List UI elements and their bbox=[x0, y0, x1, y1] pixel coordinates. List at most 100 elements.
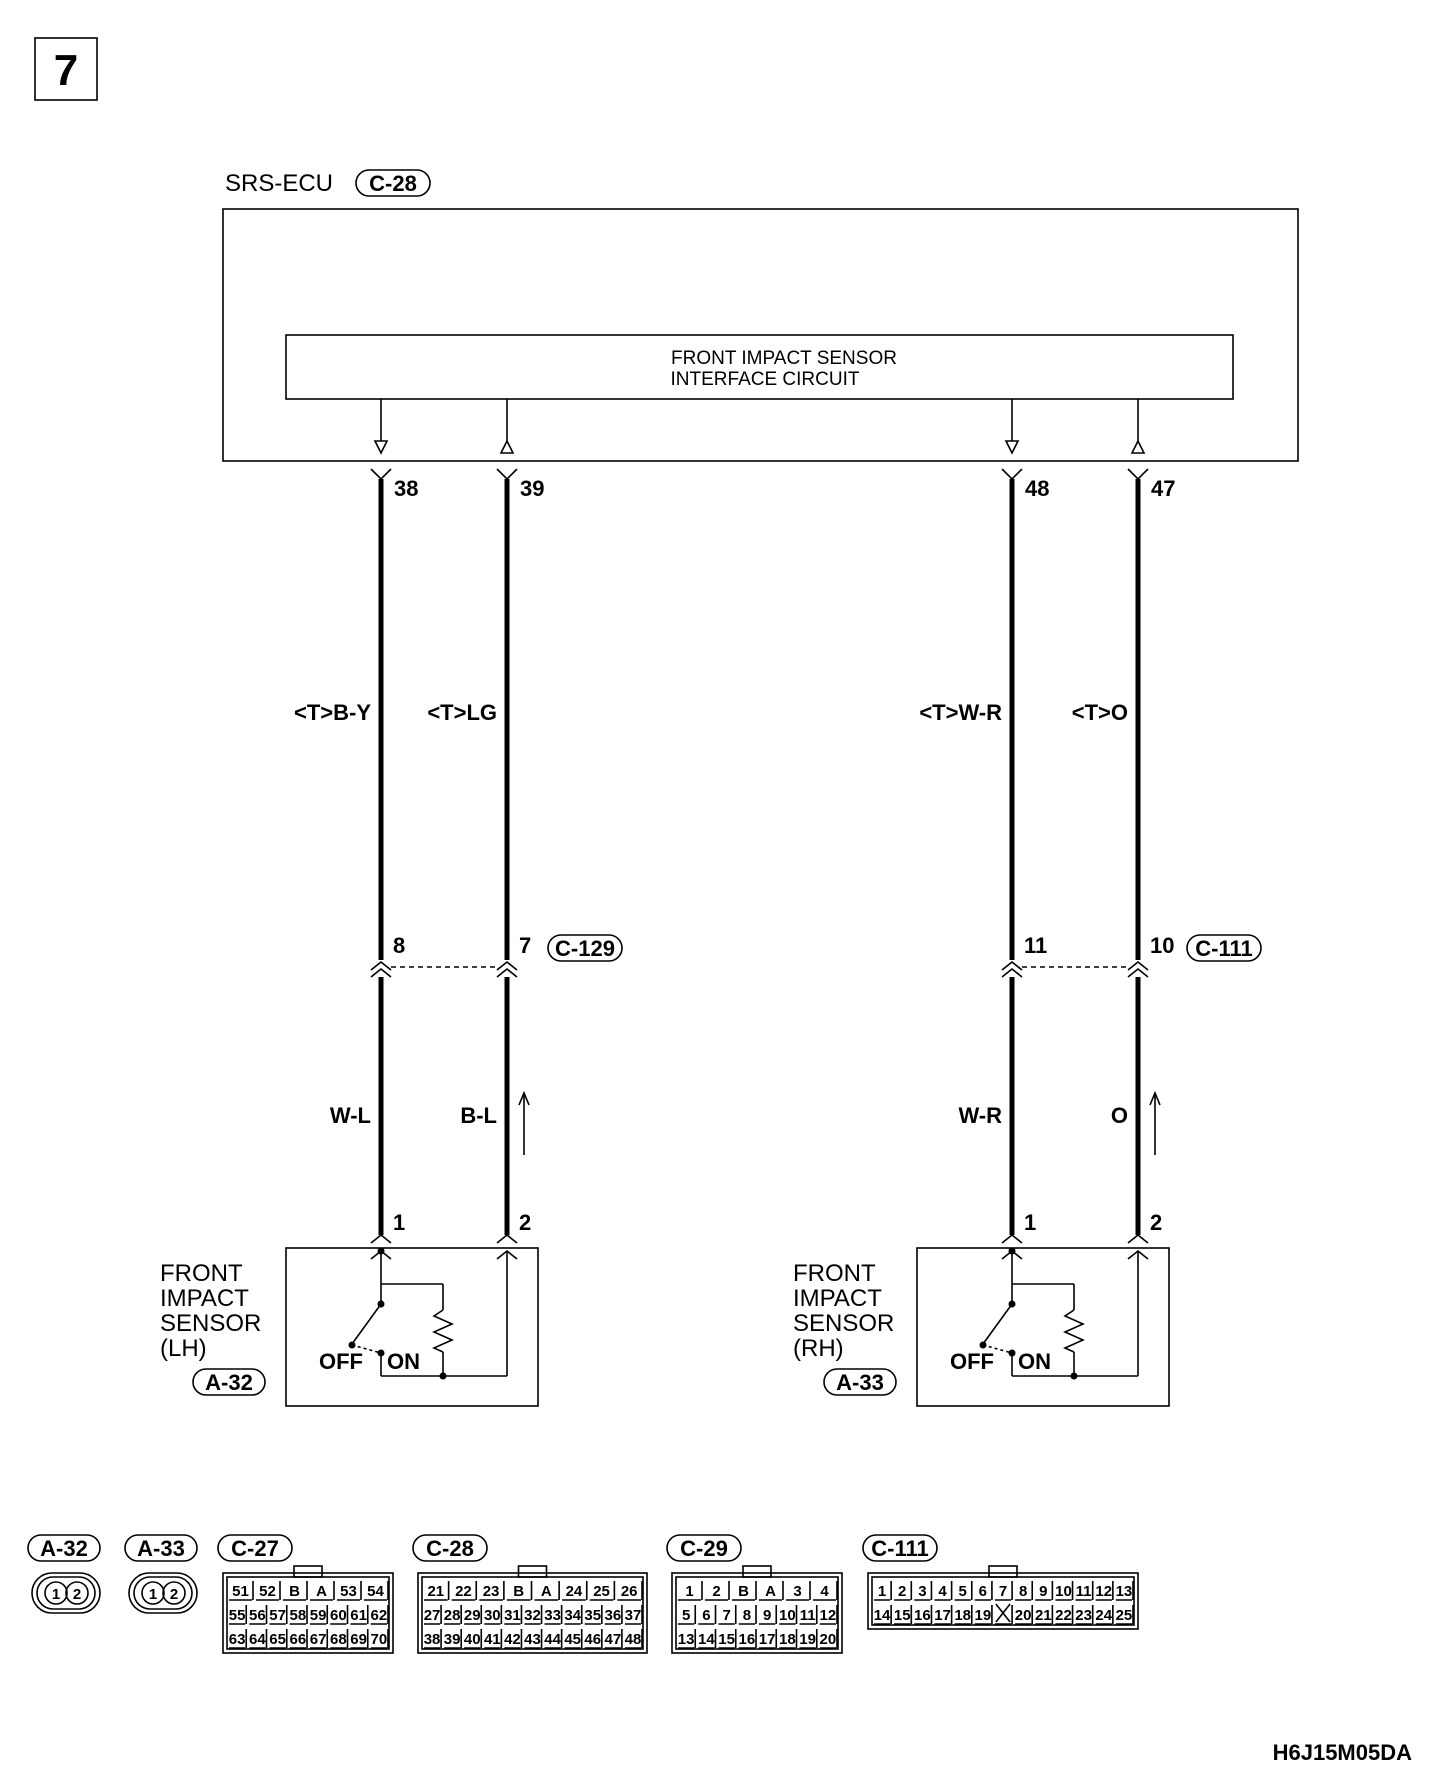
wire-color-4-lower: O bbox=[1111, 1103, 1128, 1128]
c28-pin: 48 bbox=[625, 1631, 642, 1648]
wire-color-1-lower: W-L bbox=[330, 1103, 371, 1128]
internal-leads bbox=[373, 399, 1146, 455]
circuit-line2: INTERFACE CIRCUIT bbox=[671, 369, 860, 390]
c28-pin: 44 bbox=[544, 1631, 561, 1648]
c27-pin: 62 bbox=[371, 1607, 388, 1624]
a33-badge bbox=[124, 1534, 198, 1562]
c27-badge bbox=[217, 1534, 293, 1562]
c27-pin: 70 bbox=[371, 1631, 388, 1648]
c29-pin: 2 bbox=[712, 1583, 720, 1600]
c111-pin: 25 bbox=[1116, 1607, 1133, 1624]
c28-pin: 27 bbox=[424, 1607, 441, 1624]
c27-pin: 67 bbox=[310, 1631, 327, 1648]
c28-pin: 24 bbox=[566, 1583, 583, 1600]
c28-pin: 26 bbox=[621, 1583, 638, 1600]
c111-pin: 13 bbox=[1116, 1583, 1133, 1600]
pin-39: 39 bbox=[520, 476, 544, 501]
left-off-label: OFF bbox=[319, 1349, 363, 1374]
c28-pin: 35 bbox=[584, 1607, 601, 1624]
left-sensor-box bbox=[285, 1247, 539, 1407]
wire-color-2-upper: <T>LG bbox=[427, 700, 497, 725]
c28-pin: A bbox=[541, 1583, 552, 1600]
c28-pin: 30 bbox=[484, 1607, 501, 1624]
c29-pin: A bbox=[765, 1583, 776, 1600]
c27-pin: 58 bbox=[290, 1607, 307, 1624]
c27-pin: 56 bbox=[249, 1607, 266, 1624]
pin-38: 38 bbox=[394, 476, 418, 501]
c28-label: C-28 bbox=[426, 1536, 474, 1561]
c111-blank-pin bbox=[995, 1603, 1011, 1623]
c28-pin: 41 bbox=[484, 1631, 501, 1648]
c29-pin: 3 bbox=[793, 1583, 801, 1600]
c29-badge bbox=[666, 1534, 742, 1562]
wire-color-1-upper: <T>B-Y bbox=[294, 700, 371, 725]
left-sensor-line4: (LH) bbox=[160, 1335, 207, 1362]
left-on-label: ON bbox=[387, 1349, 420, 1374]
c29-pin: 4 bbox=[820, 1583, 829, 1600]
c111-pin: 14 bbox=[874, 1607, 891, 1624]
c29-pin: 7 bbox=[722, 1607, 730, 1624]
a33-pin-2: 2 bbox=[170, 1586, 178, 1603]
c28-pin: 37 bbox=[625, 1607, 642, 1624]
c28-pin: 45 bbox=[564, 1631, 581, 1648]
c28-pin: 28 bbox=[444, 1607, 461, 1624]
c29-pin: 17 bbox=[759, 1631, 776, 1648]
c111-pin: 8 bbox=[1019, 1583, 1027, 1600]
sensor-pin-chevrons bbox=[370, 1233, 1149, 1260]
left-sensor-line1: FRONT bbox=[160, 1260, 243, 1287]
ecu-connector-label: C-28 bbox=[369, 171, 417, 196]
c29-pin: 12 bbox=[820, 1607, 837, 1624]
circuit-line1: FRONT IMPACT SENSOR bbox=[671, 348, 897, 369]
c29-pin: 1 bbox=[685, 1583, 693, 1600]
c28-pin: 42 bbox=[504, 1631, 521, 1648]
c111-pin: 20 bbox=[1015, 1607, 1032, 1624]
junction-pin-8: 8 bbox=[393, 933, 405, 958]
right-on-label: ON bbox=[1018, 1349, 1051, 1374]
c111-badge bbox=[862, 1534, 938, 1562]
junction-connector-left: C-129 bbox=[555, 936, 615, 961]
right-sensor-box bbox=[916, 1247, 1170, 1407]
junction-pin-11: 11 bbox=[1024, 933, 1047, 958]
c27-pin: 53 bbox=[340, 1583, 357, 1600]
c27-pin: 64 bbox=[249, 1631, 266, 1648]
c29-pin: 8 bbox=[743, 1607, 751, 1624]
c28-pin: 29 bbox=[464, 1607, 481, 1624]
c27-pin: 51 bbox=[232, 1583, 249, 1600]
c29-pin: 9 bbox=[763, 1607, 771, 1624]
right-sensor-connector: A-33 bbox=[836, 1370, 884, 1395]
c111-pin: 12 bbox=[1095, 1583, 1112, 1600]
c27-pin: 54 bbox=[367, 1583, 384, 1600]
c111-pin: 6 bbox=[979, 1583, 987, 1600]
c111-pin: 17 bbox=[934, 1607, 951, 1624]
c28-pin: 23 bbox=[483, 1583, 500, 1600]
c27-pin: A bbox=[316, 1583, 327, 1600]
c28-pin: 34 bbox=[564, 1607, 581, 1624]
a32-pin-2: 2 bbox=[73, 1586, 81, 1603]
c29-label: C-29 bbox=[680, 1536, 728, 1561]
c28-pin: 43 bbox=[524, 1631, 541, 1648]
a32-label: A-32 bbox=[40, 1536, 88, 1561]
a33-pin-1: 1 bbox=[149, 1586, 157, 1603]
a32-pin-1: 1 bbox=[52, 1586, 60, 1603]
pin-47: 47 bbox=[1151, 476, 1175, 501]
c111-label: C-111 bbox=[871, 1536, 929, 1561]
c111-pin: 21 bbox=[1035, 1607, 1052, 1624]
c29-pin: 19 bbox=[799, 1631, 816, 1648]
c111-pin: 2 bbox=[898, 1583, 906, 1600]
interface-circuit-box bbox=[285, 334, 1234, 400]
ecu-connector-badge bbox=[355, 169, 431, 197]
c27-pin: 59 bbox=[310, 1607, 327, 1624]
right-sensor-pin-1: 1 bbox=[1024, 1210, 1036, 1235]
page-number-box bbox=[34, 37, 98, 101]
c111-pin: 4 bbox=[938, 1583, 947, 1600]
c111-pin: 11 bbox=[1076, 1583, 1092, 1600]
c29-pin: 6 bbox=[702, 1607, 710, 1624]
c111-pin: 19 bbox=[975, 1607, 992, 1624]
left-sensor-connector: A-32 bbox=[205, 1370, 253, 1395]
c27-pin: 63 bbox=[229, 1631, 246, 1648]
right-off-label: OFF bbox=[950, 1349, 994, 1374]
c29-pin: B bbox=[738, 1583, 749, 1600]
c111-pin: 23 bbox=[1075, 1607, 1092, 1624]
right-sensor-line2: IMPACT bbox=[793, 1285, 882, 1312]
